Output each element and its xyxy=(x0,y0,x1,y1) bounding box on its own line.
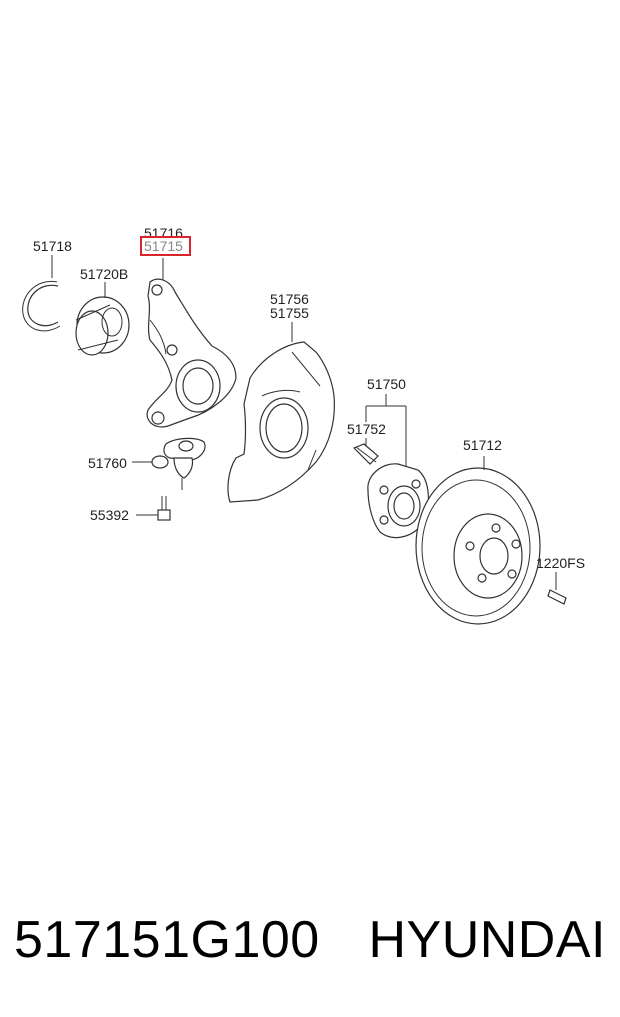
snap-ring xyxy=(22,255,61,332)
callout-1220fs: 1220FS xyxy=(536,555,585,571)
brand-name: HYUNDAI xyxy=(368,911,606,969)
wheel-stud xyxy=(352,438,379,465)
callout-55392: 55392 xyxy=(90,507,129,523)
callout-51750: 51750 xyxy=(367,376,406,392)
dust-cover-shield xyxy=(227,322,335,503)
callout-51720b: 51720B xyxy=(80,266,128,282)
leader-bracket-51750 xyxy=(365,394,407,470)
callout-51715[interactable]: 51715 xyxy=(144,238,183,254)
ball-joint xyxy=(132,437,206,490)
part-caption: 517151G100 HYUNDAI xyxy=(0,900,620,980)
callout-51712: 51712 xyxy=(463,437,502,453)
disc-screw xyxy=(547,572,567,605)
callout-51756: 51756 xyxy=(270,291,309,307)
callout-51752: 51752 xyxy=(347,421,386,437)
wheel-bearing xyxy=(75,282,130,356)
brake-disc xyxy=(415,456,541,625)
bolt-55392 xyxy=(136,496,171,521)
part-number: 517151G100 xyxy=(14,911,320,969)
exploded-parts-diagram: 51718 51716 51715 51720B 51756 51755 517… xyxy=(22,225,585,625)
steering-knuckle xyxy=(146,258,237,428)
callout-51718: 51718 xyxy=(33,238,72,254)
callout-51760: 51760 xyxy=(88,455,127,471)
highlight-box-51715 xyxy=(140,236,191,256)
callout-51755: 51755 xyxy=(270,305,309,321)
